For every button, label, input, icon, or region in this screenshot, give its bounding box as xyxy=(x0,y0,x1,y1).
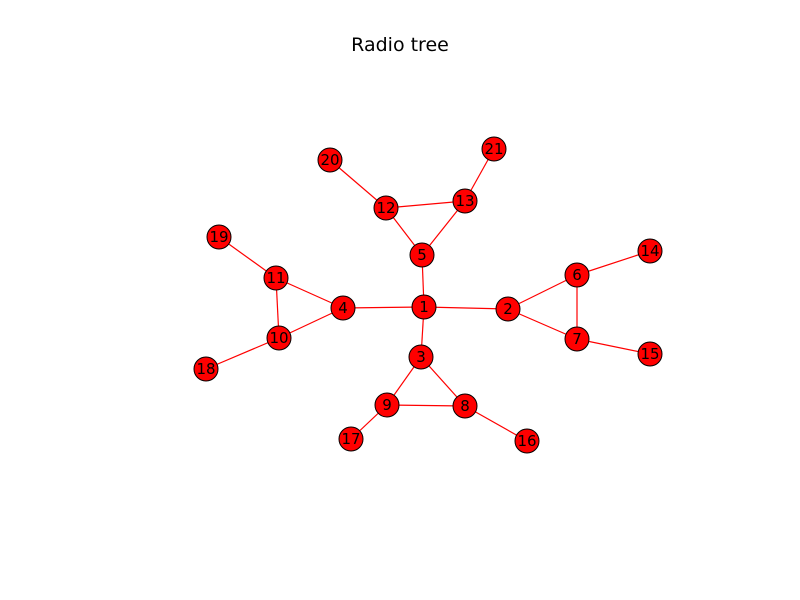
node-label: 13 xyxy=(455,192,474,210)
node-6: 6 xyxy=(564,262,590,288)
node-label: 17 xyxy=(341,430,360,448)
node-4: 4 xyxy=(330,295,356,321)
node-circle xyxy=(317,147,343,173)
node-label: 12 xyxy=(376,199,395,217)
edge-12-13 xyxy=(385,200,466,209)
node-circle xyxy=(266,325,292,351)
node-8: 8 xyxy=(452,393,478,419)
node-label: 5 xyxy=(417,246,427,264)
node-label: 14 xyxy=(640,242,659,260)
node-label: 15 xyxy=(640,345,659,363)
edge-1-4 xyxy=(342,306,425,309)
edge-2-6 xyxy=(507,274,578,310)
node-circle xyxy=(409,242,435,268)
node-circle xyxy=(564,262,590,288)
node-circle xyxy=(481,136,507,162)
node-label: 8 xyxy=(460,397,470,415)
node-19: 19 xyxy=(206,224,232,250)
edge-6-14 xyxy=(576,250,651,276)
node-12: 12 xyxy=(373,195,399,221)
node-label: 3 xyxy=(416,348,426,366)
edge-10-18 xyxy=(205,337,280,370)
node-label: 2 xyxy=(503,300,513,318)
node-21: 21 xyxy=(481,136,507,162)
edge-1-2 xyxy=(423,306,509,310)
node-circle xyxy=(193,356,219,382)
edge-8-9 xyxy=(386,404,466,407)
edges-layer xyxy=(205,148,651,442)
node-15: 15 xyxy=(637,341,663,367)
node-17: 17 xyxy=(338,426,364,452)
node-circle xyxy=(374,392,400,418)
edge-2-7 xyxy=(507,308,578,340)
node-16: 16 xyxy=(514,428,540,454)
node-circle xyxy=(495,296,521,322)
node-circle xyxy=(373,195,399,221)
node-circle xyxy=(452,188,478,214)
node-circle xyxy=(637,238,663,264)
node-label: 18 xyxy=(196,360,215,378)
node-circle xyxy=(514,428,540,454)
node-13: 13 xyxy=(452,188,478,214)
node-circle xyxy=(330,295,356,321)
node-circle xyxy=(637,341,663,367)
node-20: 20 xyxy=(317,147,343,173)
node-circle xyxy=(411,294,437,320)
node-circle xyxy=(263,265,289,291)
node-label: 9 xyxy=(382,396,392,414)
node-3: 3 xyxy=(408,344,434,370)
node-5: 5 xyxy=(409,242,435,268)
node-label: 16 xyxy=(517,432,536,450)
node-9: 9 xyxy=(374,392,400,418)
node-label: 7 xyxy=(572,330,582,348)
node-11: 11 xyxy=(263,265,289,291)
node-circle xyxy=(338,426,364,452)
node-1: 1 xyxy=(411,294,437,320)
node-circle xyxy=(564,326,590,352)
node-14: 14 xyxy=(637,238,663,264)
node-circle xyxy=(408,344,434,370)
node-label: 4 xyxy=(338,299,348,317)
node-label: 1 xyxy=(419,298,429,316)
node-label: 21 xyxy=(484,140,503,158)
node-label: 20 xyxy=(320,151,339,169)
graph-title: Radio tree xyxy=(351,34,449,56)
node-label: 11 xyxy=(266,269,285,287)
node-7: 7 xyxy=(564,326,590,352)
node-circle xyxy=(206,224,232,250)
node-label: 10 xyxy=(269,329,288,347)
node-circle xyxy=(452,393,478,419)
node-label: 6 xyxy=(572,266,582,284)
node-10: 10 xyxy=(266,325,292,351)
node-2: 2 xyxy=(495,296,521,322)
node-18: 18 xyxy=(193,356,219,382)
node-label: 19 xyxy=(209,228,228,246)
